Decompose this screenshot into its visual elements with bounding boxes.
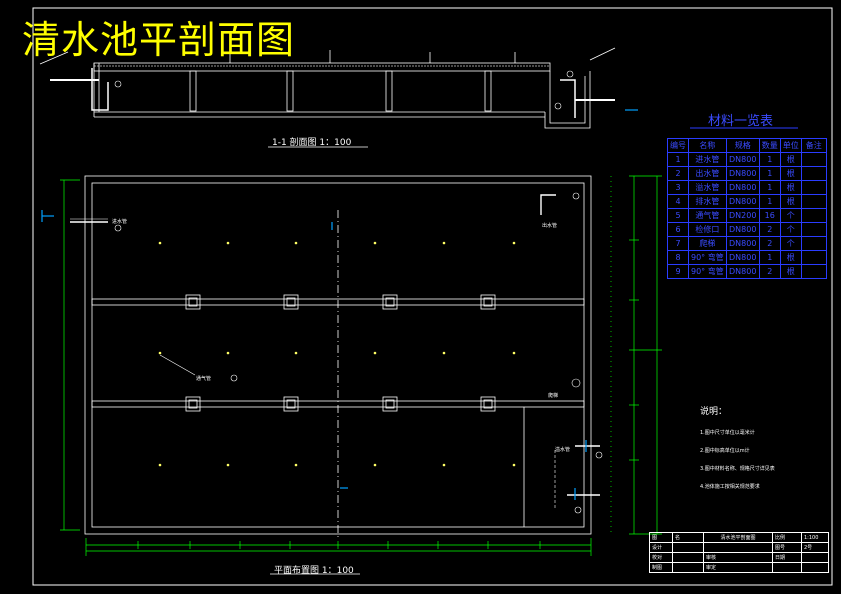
- column-1: [189, 70, 197, 112]
- label-overflow-pipe: 溢水管: [555, 447, 571, 453]
- note-item: 2.图中标高单位以m计: [700, 448, 750, 454]
- th-qty: 数量: [758, 138, 781, 153]
- plan-markers: [114, 192, 603, 514]
- th-no: 编号: [667, 138, 689, 153]
- plan-outer-wall: [84, 175, 592, 535]
- section-top-slab: [93, 62, 551, 72]
- th-unit: 单位: [779, 138, 802, 153]
- th-remark: 备注: [800, 138, 827, 153]
- section-caption: 1-1 剖面图 1：100: [272, 138, 352, 148]
- label-outlet-pipe: 出水管: [542, 223, 558, 229]
- dimension-lines: [60, 175, 662, 556]
- materials-title: 材料一览表: [708, 114, 774, 129]
- ground-line-right: [589, 47, 616, 61]
- label-ladder: 爬梯: [548, 393, 559, 399]
- column-3: [385, 70, 393, 112]
- inlet-elbow: [91, 68, 109, 111]
- plan-view: [84, 175, 592, 540]
- notes: 说明： 1.图中尺寸单位以毫米计 2.图中标高单位以m计 3.图中材料名称、规格…: [700, 404, 775, 501]
- th-name: 名称: [688, 138, 727, 153]
- section-markers: [114, 70, 574, 110]
- column-4: [484, 70, 492, 112]
- title-block-row: 制图审定: [649, 562, 829, 573]
- outlet-elbow: [560, 79, 576, 118]
- section-view: [39, 47, 616, 129]
- note-item: 4.池体施工按相关规范要求: [700, 484, 760, 490]
- title-block-row: 校对审核日期: [649, 552, 829, 563]
- plan-caption: 平面布置图 1：100: [274, 566, 354, 576]
- note-item: 1.图中尺寸单位以毫米计: [700, 430, 755, 436]
- section-right-sump-inner: [549, 71, 586, 124]
- drawing-frame: [32, 7, 833, 586]
- th-spec: 规格: [725, 138, 760, 153]
- blue-markers: [41, 109, 638, 500]
- label-inlet-pipe: 进水管: [112, 219, 128, 225]
- notes-heading: 说明：: [700, 407, 728, 417]
- ground-line-left: [39, 51, 69, 65]
- materials-header-row: 编号 名称 规格 数量 单位 备注: [667, 138, 827, 153]
- note-item: 3.图中材料名称、规格尺寸详见表: [700, 466, 775, 472]
- plan-pipes: [70, 194, 600, 510]
- vent-dots: [158, 241, 516, 467]
- overflow-pipe-plan: [540, 194, 556, 215]
- drawing-title: 清水池平剖面图: [22, 18, 296, 62]
- materials-title-underline: [690, 127, 798, 129]
- plan-columns: [185, 294, 496, 412]
- plan-inner-wall: [91, 182, 585, 528]
- column-2: [286, 70, 294, 112]
- label-vent-pipe: 通气管: [196, 376, 212, 382]
